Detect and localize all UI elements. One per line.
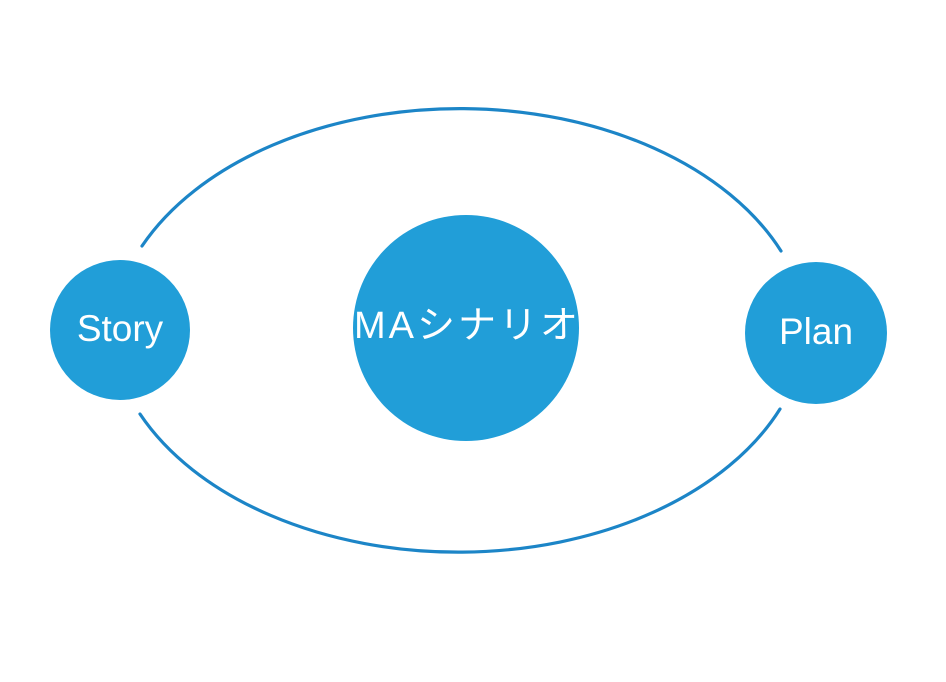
ma-scenario-node-circle: MAシナリオ (353, 215, 579, 441)
story-node-label: Story (76, 307, 164, 349)
plan-node-label: Plan (778, 310, 854, 352)
orbit-top-arc (140, 107, 783, 253)
ma-scenario-node-label: MAシナリオ (354, 305, 582, 347)
plan-node-circle: Plan (745, 262, 887, 404)
story-node-circle: Story (50, 260, 190, 400)
orbit-bottom-arc (138, 407, 782, 554)
